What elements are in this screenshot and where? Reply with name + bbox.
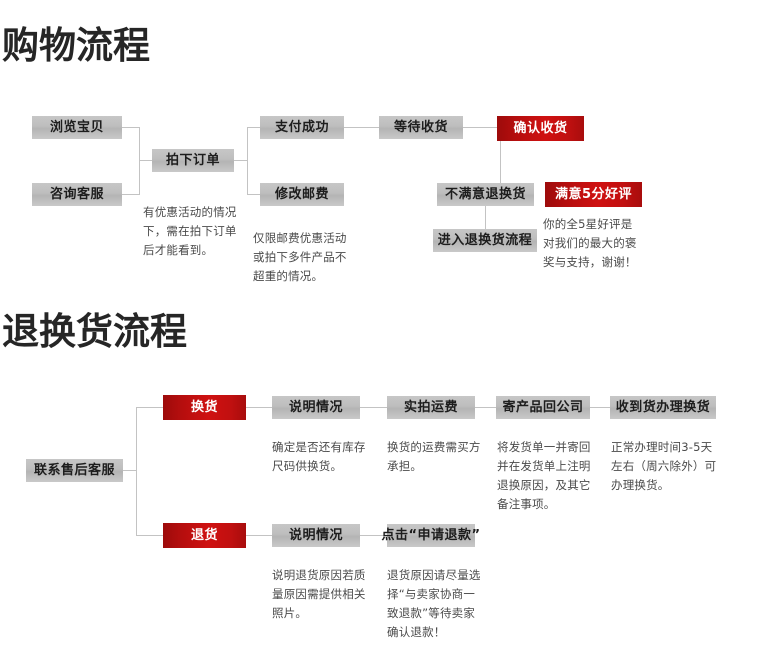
caption-refund-explain: 说明退货原因若质 量原因需提供相关 照片。 — [272, 568, 366, 620]
caption-click-refund: 退货原因请尽量选 择“与卖家协商一 致退款”等待卖家 确认退款！ — [387, 568, 481, 639]
connector-sendback-to-receive — [589, 407, 611, 408]
connector-into-pay-success — [247, 127, 261, 128]
node-browse[interactable]: 浏览宝贝 — [32, 116, 122, 139]
connector-await-to-confirm — [462, 127, 497, 128]
caption-exchange-shipping-photo: 换货的运费需买方 承担。 — [387, 440, 481, 473]
node-pay-success[interactable]: 支付成功 — [260, 116, 344, 139]
node-unsatisfied-return[interactable]: 不满意退换货 — [437, 183, 534, 206]
connector-shipping-to-sendback — [474, 407, 496, 408]
connector-pay-to-await — [344, 127, 380, 128]
node-enter-return-flow[interactable]: 进入退换货流程 — [433, 229, 537, 252]
node-click-refund[interactable]: 点击“申请退款” — [381, 524, 480, 547]
caption-receive-exchange: 正常办理时间3-5天 左右（周六除外）可 办理换货。 — [611, 440, 717, 492]
node-consult[interactable]: 咨询客服 — [32, 183, 122, 206]
node-send-back[interactable]: 寄产品回公司 — [496, 396, 590, 419]
connector-into-modify-ship — [247, 194, 261, 195]
node-exchange[interactable]: 换货 — [163, 395, 246, 420]
connector-place-order-out — [233, 160, 248, 161]
connector-refund-to-explain — [245, 535, 273, 536]
page-title-returns: 退换货流程 — [2, 310, 187, 353]
caption-modify-shipping: 仅限邮费优惠活动 或拍下多件产品不 超重的情况。 — [253, 231, 347, 283]
node-await-delivery[interactable]: 等待收货 — [379, 116, 463, 139]
connector-returns-bracket — [136, 407, 137, 535]
node-confirm-receipt[interactable]: 确认收货 — [497, 116, 584, 141]
node-refund[interactable]: 退货 — [163, 523, 246, 548]
caption-satisfied-review: 你的全5星好评是 对我们的最大的褒 奖与支持，谢谢！ — [543, 217, 637, 269]
node-contact-service[interactable]: 联系售后客服 — [26, 459, 123, 482]
connector-browse-out — [122, 127, 140, 128]
connector-confirm-down — [500, 141, 501, 185]
connector-into-exchange — [136, 407, 164, 408]
node-refund-explain[interactable]: 说明情况 — [272, 524, 360, 547]
node-satisfied-review[interactable]: 满意5分好评 — [545, 182, 642, 207]
node-exchange-explain[interactable]: 说明情况 — [272, 396, 360, 419]
connector-explain-to-click — [360, 535, 388, 536]
connector-into-place-order — [139, 160, 153, 161]
node-exchange-shipping-photo[interactable]: 实拍运费 — [387, 396, 475, 419]
connector-contact-out — [123, 470, 137, 471]
node-place-order[interactable]: 拍下订单 — [152, 149, 234, 172]
caption-exchange-explain: 确定是否还有库存 尺码供换货。 — [272, 440, 366, 473]
caption-send-back: 将发货单一并寄回 并在发货单上注明 退换原因，及其它 备注事项。 — [497, 440, 591, 511]
connector-into-refund — [136, 535, 164, 536]
connector-exchange-to-explain — [245, 407, 273, 408]
connector-right-bracket — [247, 127, 248, 194]
node-modify-shipping[interactable]: 修改邮费 — [260, 183, 344, 206]
caption-place-order: 有优惠活动的情况 下，需在拍下订单 后才能看到。 — [143, 205, 237, 257]
connector-to-enter-flow — [485, 184, 486, 240]
page-title-shopping: 购物流程 — [2, 24, 150, 67]
connector-consult-out — [122, 194, 140, 195]
connector-explain-to-shipping — [360, 407, 388, 408]
node-receive-exchange[interactable]: 收到货办理换货 — [610, 396, 716, 419]
